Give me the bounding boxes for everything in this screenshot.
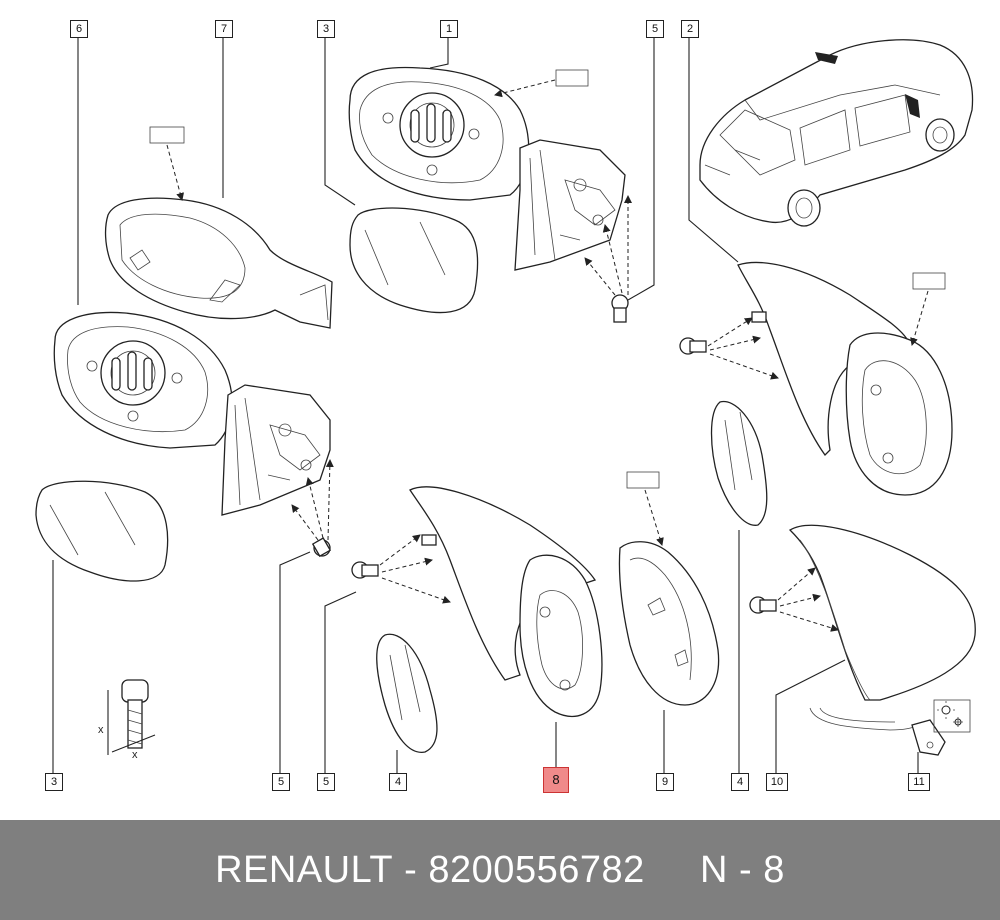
- cable-11: [809, 707, 946, 756]
- footer-part-number: 8200556782: [428, 848, 645, 891]
- mirror-glass-4-center: [376, 633, 438, 753]
- callout-3-bottom: 3: [45, 773, 63, 791]
- mirror-assembly-8: [351, 486, 603, 717]
- screw-5-left: [291, 459, 334, 558]
- mirror-glass-4-right: [710, 400, 768, 526]
- callout-5-bottom-center: 5: [317, 773, 335, 791]
- callout-5-bottom-left: 5: [272, 773, 290, 791]
- callout-4-right: 4: [731, 773, 749, 791]
- footer-gap: [645, 849, 700, 892]
- heated-glass-icon: [933, 699, 971, 733]
- footer-position: N - 8: [700, 848, 785, 891]
- mirror-bracket-10: [749, 524, 976, 701]
- callout-4-center: 4: [389, 773, 407, 791]
- callout-8-highlighted: 8: [543, 767, 569, 793]
- callout-3-top: 3: [317, 20, 335, 38]
- mirror-cover-9: [618, 471, 720, 706]
- svg-text:x: x: [98, 724, 104, 736]
- mirror-glass-3-top: [349, 207, 479, 314]
- callout-5-top: 5: [646, 20, 664, 38]
- mirror-housing-7: [104, 126, 333, 329]
- car-illustration: [699, 39, 974, 227]
- callout-11: 11: [908, 773, 930, 791]
- callout-2: 2: [681, 20, 699, 38]
- callout-6: 6: [70, 20, 88, 38]
- mirror-assembly-1: [348, 66, 626, 271]
- mirror-glass-3-left: [35, 480, 169, 582]
- svg-text:x: x: [132, 749, 138, 761]
- exploded-parts-diagram: x x: [35, 36, 976, 775]
- callout-9: 9: [656, 773, 674, 791]
- leader-lines: [52, 36, 919, 775]
- callout-1: 1: [440, 20, 458, 38]
- screw-5-top: [584, 195, 632, 323]
- callout-7: 7: [215, 20, 233, 38]
- mirror-assembly-6: [53, 311, 331, 516]
- mirror-assembly-2: [679, 261, 953, 496]
- stud-dimension-drawing: x x: [98, 679, 156, 761]
- callout-10: 10: [766, 773, 788, 791]
- footer-brand: RENAULT: [215, 848, 394, 891]
- part-info-footer: RENAULT - 8200556782 N - 8: [0, 820, 1000, 920]
- footer-separator: -: [393, 848, 429, 891]
